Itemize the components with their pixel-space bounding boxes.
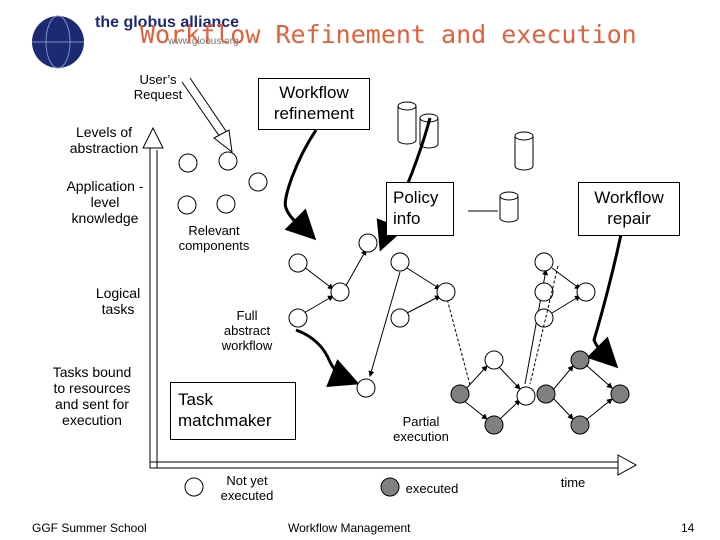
- workflow-refinement-label: Workflow refinement: [273, 83, 355, 123]
- workflow-repair-box: Workflow repair: [578, 182, 680, 236]
- application-level-label: Application -level knowledge: [66, 178, 144, 226]
- levels-of-abstraction-label: Levels of abstraction: [69, 124, 139, 156]
- brand-name: the globus alliance: [95, 14, 240, 31]
- globus-logo-icon: [32, 15, 84, 69]
- page-number: 14: [681, 521, 695, 535]
- refinement-arrows: [283, 117, 626, 388]
- footer-center: Workflow Management: [288, 521, 411, 535]
- workflow-repair-label: Workflow repair: [594, 188, 664, 228]
- footer-left: GGF Summer School: [32, 521, 147, 535]
- axes: [142, 126, 638, 476]
- task-matchmaker-label: Task matchmaker: [178, 390, 272, 430]
- partial-execution-label: Partial execution: [393, 414, 449, 444]
- policy-info-label: Policy info: [393, 188, 439, 228]
- page-title: Workflow Refinement and execution: [140, 20, 637, 49]
- tasks-bound-label: Tasks bound to resources and sent for ex…: [52, 364, 132, 428]
- users-request-label: User’s Request: [133, 72, 183, 102]
- workflow-refinement-box: Workflow refinement: [258, 78, 370, 130]
- legend-executed: executed: [405, 481, 459, 496]
- time-axis-label: time: [560, 475, 586, 490]
- abstract-workflow-graph: [303, 249, 367, 314]
- legend-executed-icon: [380, 477, 400, 497]
- policy-info-box: Policy info: [386, 182, 454, 236]
- user-request-arrow: [181, 77, 233, 154]
- legend-not-yet-executed: Not yet executed: [220, 473, 274, 503]
- task-matchmaker-box: Task matchmaker: [170, 382, 296, 440]
- logical-tasks-label: Logical tasks: [95, 285, 141, 317]
- brand-url: www.globus.org: [168, 36, 239, 47]
- component-nodes: [177, 151, 268, 215]
- relevant-components-label: Relevant components: [178, 223, 250, 253]
- executed-nodes: [450, 350, 630, 435]
- legend-not-executed-icon: [184, 477, 204, 497]
- full-abstract-workflow-label: Full abstract workflow: [221, 308, 273, 353]
